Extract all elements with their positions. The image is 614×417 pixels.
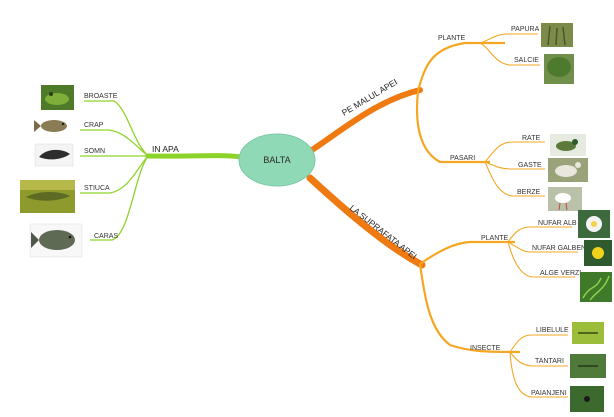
- leaf-label-rate: RATE: [522, 135, 540, 142]
- goose-photo-icon: [548, 158, 588, 182]
- white-lily-photo-icon: [578, 210, 610, 238]
- leaf-label-gaste: GASTE: [518, 162, 542, 169]
- carp-photo-icon: [34, 120, 67, 132]
- leaf-label-paianjeni: PAIANJENI: [531, 390, 567, 397]
- group-label-malul-plante: PLANTE: [438, 35, 466, 42]
- leaf-label-broaste: BROASTE: [84, 93, 118, 100]
- central-node-label: BALTA: [263, 155, 290, 165]
- branch-label-la-suprafata-apei: LA SUPRAFATA APEI: [348, 203, 419, 262]
- leaf-label-crap: CRAP: [84, 122, 104, 129]
- central-node[interactable]: BALTA: [238, 133, 316, 187]
- group-label-insecte: INSECTE: [470, 345, 501, 352]
- stork-photo-icon: [548, 187, 582, 211]
- branch-la-suprafata-apei: LA SUPRAFATA APEI PLANTE NUFAR ALB NUFAR…: [306, 174, 612, 412]
- spider-photo-icon: [570, 386, 604, 412]
- leaf-label-berze: BERZE: [517, 189, 541, 196]
- leaf-label-nufar-galben: NUFAR GALBEN: [532, 245, 586, 252]
- mosquito-photo-icon: [570, 354, 606, 378]
- leaf-label-salcie: SALCIE: [514, 57, 539, 64]
- leaf-label-nufar-alb: NUFAR ALB: [538, 220, 577, 227]
- leaf-label-stiuca: STIUCA: [84, 185, 110, 192]
- leaf-label-tantari: TANTARI: [535, 358, 564, 365]
- green-algae-photo-icon: [580, 272, 612, 302]
- group-label-pasari: PASARI: [450, 155, 475, 162]
- leaf-label-somn: SOMN: [84, 148, 105, 155]
- group-label-suprafata-plante: PLANTE: [481, 235, 509, 242]
- catfish-photo-icon: [34, 143, 74, 167]
- yellow-lily-photo-icon: [584, 240, 612, 266]
- pike-photo-icon: [20, 180, 75, 213]
- leaf-label-papura: PAPURA: [511, 26, 540, 33]
- branch-in-apa: IN APA BROASTE CRAP SOMN STIUCA CARAS: [20, 85, 245, 258]
- frog-photo-icon: [41, 85, 74, 110]
- dragonfly-photo-icon: [572, 322, 604, 344]
- leaf-label-alge-verzi: ALGE VERZI: [540, 270, 581, 277]
- branch-label-in-apa: IN APA: [152, 144, 179, 154]
- duck-photo-icon: [550, 134, 586, 156]
- crucian-carp-photo-icon: [29, 223, 83, 258]
- leaf-label-caras: CARAS: [94, 233, 118, 240]
- leaf-label-libelule: LIBELULE: [536, 327, 569, 334]
- cattail-photo-icon: [541, 23, 573, 47]
- willow-photo-icon: [544, 54, 574, 84]
- branch-pe-malul-apei: PE MALUL APEI PLANTE PAPURA SALCIE PASAR…: [309, 23, 588, 211]
